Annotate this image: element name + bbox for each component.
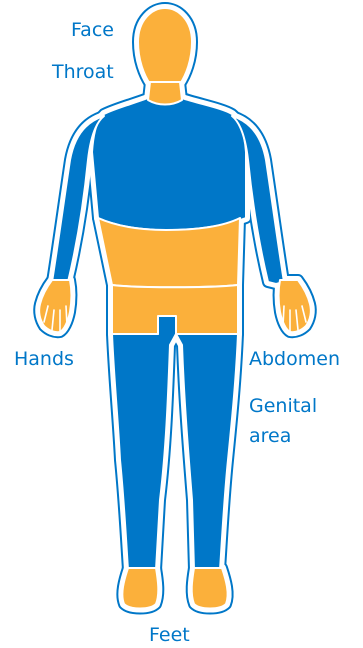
label-genital-area-line1: Genital bbox=[249, 395, 317, 419]
throat-region bbox=[148, 82, 182, 105]
left-foot-region bbox=[122, 568, 158, 609]
label-feet: Feet bbox=[149, 624, 190, 648]
label-genital-area-line2: area bbox=[249, 425, 291, 449]
genital-area-region bbox=[112, 285, 238, 334]
label-face: Face bbox=[71, 19, 114, 43]
label-abdomen: Abdomen bbox=[249, 348, 340, 372]
label-throat: Throat bbox=[52, 61, 114, 85]
right-foot-region bbox=[192, 568, 228, 609]
face-region bbox=[138, 8, 192, 84]
torso-region bbox=[92, 98, 246, 230]
label-hands: Hands bbox=[14, 348, 74, 372]
